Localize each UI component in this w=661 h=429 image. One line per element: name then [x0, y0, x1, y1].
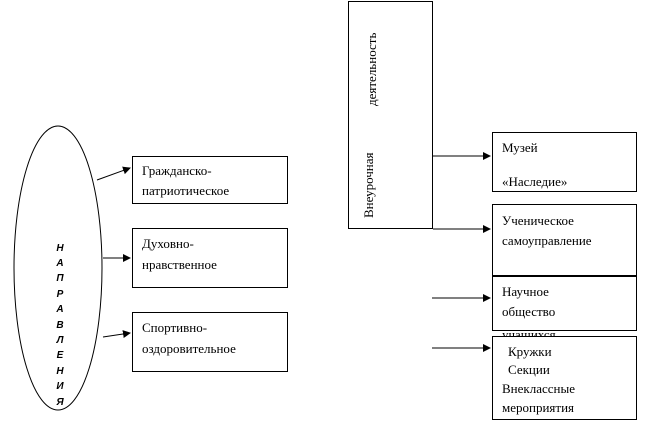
extracurricular-word1: Внеурочная — [361, 152, 376, 218]
box-extracurricular: Внеурочная деятельность — [348, 1, 433, 229]
direction-letter: Р — [56, 289, 64, 300]
direction-letter: П — [56, 273, 64, 284]
box-scientific-society-line2: общество — [502, 304, 556, 319]
direction-letter: Е — [56, 350, 64, 361]
box-clubs-line3: Внеклассные — [502, 381, 575, 396]
direction-letter: И — [56, 381, 64, 392]
box-museum-line1: Музей — [502, 140, 538, 155]
direction-letter: Я — [56, 397, 64, 408]
box-scientific-society-line1: Научное — [502, 284, 549, 299]
box-civic-patriotic-line1: Гражданско- — [142, 163, 212, 178]
box-self-government: Ученическое самоуправление — [492, 204, 637, 276]
box-spiritual-moral-line1: Духовно- — [142, 236, 194, 251]
box-scientific-society: Научное общество — [492, 276, 637, 331]
box-civic-patriotic: Гражданско- патриотическое — [132, 156, 288, 204]
box-museum: Музей «Наследие» — [492, 132, 637, 192]
box-self-government-line1: Ученическое — [502, 213, 574, 228]
arrow-to-sports-health — [102, 330, 131, 338]
direction-letter: Н — [56, 366, 64, 377]
box-spiritual-moral-line2: нравственное — [142, 257, 217, 272]
box-museum-line2: «Наследие» — [502, 174, 568, 189]
box-spiritual-moral: Духовно- нравственное — [132, 228, 288, 288]
box-clubs: Кружки Секции Внеклассные мероприятия — [492, 336, 637, 420]
box-clubs-line4: мероприятия — [502, 400, 575, 415]
extracurricular-word2: деятельность — [364, 32, 379, 106]
box-sports-health: Спортивно- оздоровительное — [132, 312, 288, 372]
arrow-to-civic-patriotic — [96, 166, 131, 181]
box-sports-health-line2: оздоровительное — [142, 341, 236, 356]
box-clubs-line2: Секции — [508, 362, 550, 377]
direction-letter: А — [56, 304, 64, 315]
directions-ellipse — [13, 125, 103, 411]
direction-letter: Л — [56, 335, 64, 346]
box-civic-patriotic-line2: патриотическое — [142, 183, 230, 198]
direction-letter: А — [56, 258, 64, 269]
box-clubs-line1: Кружки — [508, 344, 552, 359]
box-scientific-society-line3: учащихся — [502, 327, 556, 336]
direction-letter: В — [56, 320, 64, 331]
direction-letter: Н — [56, 243, 64, 254]
box-sports-health-line1: Спортивно- — [142, 320, 208, 335]
box-self-government-line2: самоуправление — [502, 233, 592, 248]
